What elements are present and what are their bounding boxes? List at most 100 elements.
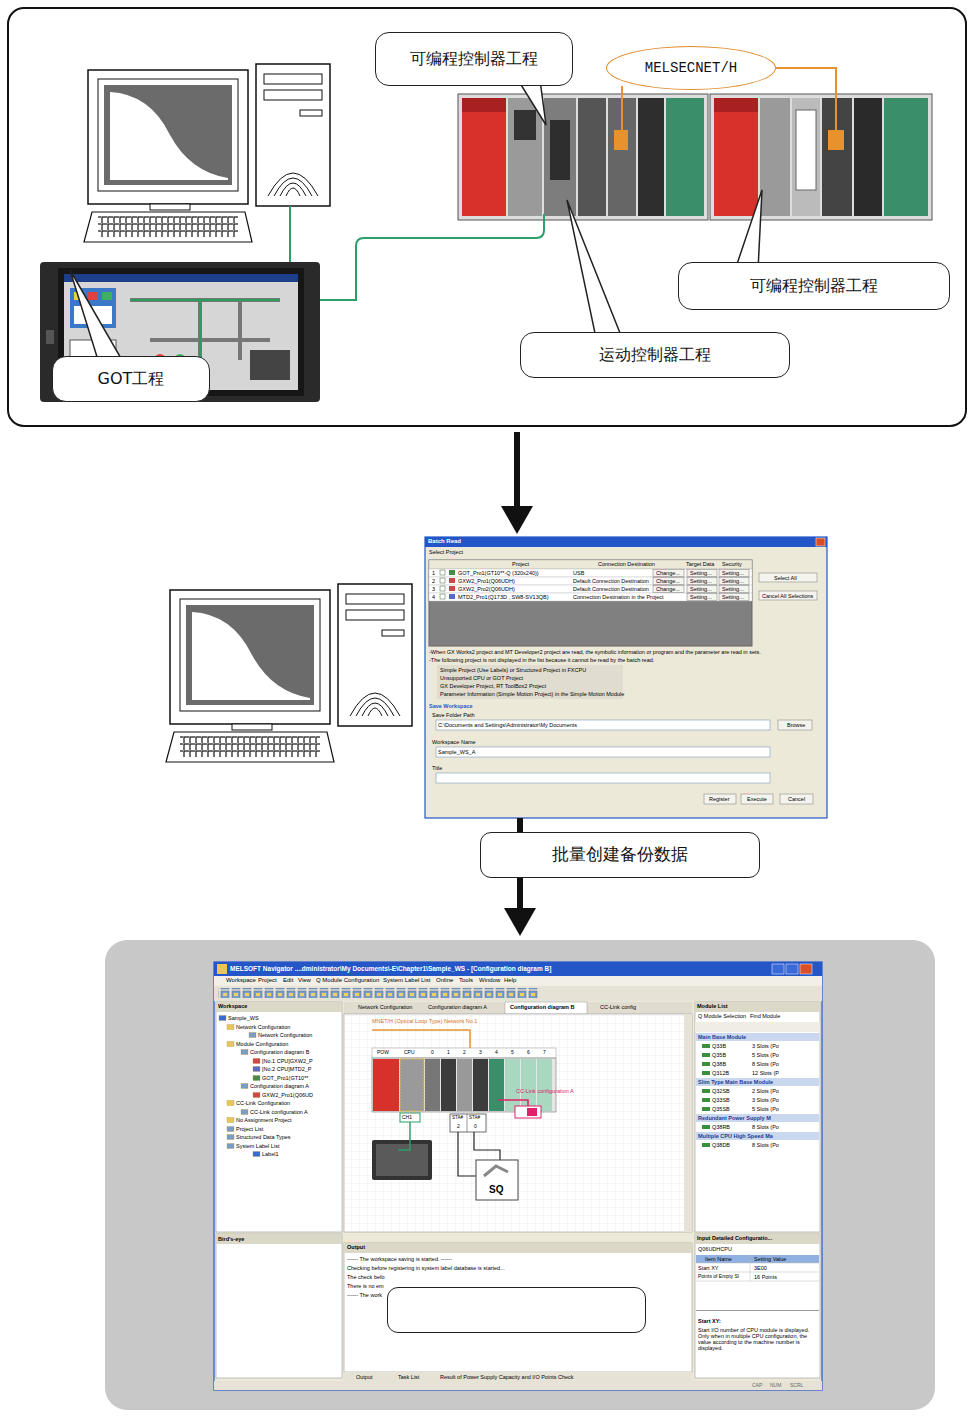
app-window: MELSOFT Navigator ....dministrator\My Do… (214, 962, 822, 1390)
dialog-window (687, 578, 717, 585)
navigator-window (344, 1243, 692, 1372)
plc-rack (854, 98, 882, 216)
dialog-window (429, 577, 752, 585)
dialog-window (449, 578, 455, 583)
title-box: MELSOFT Navigator (387, 1287, 646, 1333)
dialog-window (719, 594, 749, 601)
configuration-diagram (473, 1059, 488, 1111)
node-text: 可编程控制器工程 (410, 50, 538, 68)
got-panel (64, 274, 298, 282)
dialog-window (653, 578, 684, 585)
configuration-diagram (458, 1132, 476, 1176)
dialog-window (429, 569, 752, 601)
dialog-window (719, 586, 749, 593)
navigator-window (214, 962, 822, 1390)
navigator-window (786, 964, 798, 974)
dialog-window (429, 569, 752, 577)
navigator-window (702, 1143, 710, 1147)
node-text: 运动控制器工程 (599, 346, 711, 364)
dialog-window (704, 794, 736, 804)
computer (166, 584, 412, 762)
configuration-diagram (515, 1106, 541, 1118)
dialog-window (759, 573, 817, 582)
dialog-window (816, 538, 825, 546)
navigator-window (216, 1002, 342, 1232)
configuration-diagram (537, 1059, 552, 1111)
navigator-window (702, 1053, 710, 1057)
cable (290, 206, 544, 300)
configuration-diagram (372, 1048, 556, 1058)
dialog-window (687, 586, 717, 593)
navigator-window (214, 976, 822, 986)
dialog-window (687, 570, 717, 577)
navigator-window (218, 988, 538, 998)
callout-tail (735, 190, 762, 270)
got-panel (250, 350, 290, 380)
cable (289, 206, 291, 262)
configuration-diagram (498, 1100, 528, 1106)
plc-rack (544, 98, 576, 216)
navigator-window (344, 1014, 692, 1232)
flow-arrow (514, 432, 520, 508)
navigator-window (702, 1062, 710, 1066)
step-box: 批量创建备份数据 (480, 832, 760, 878)
got-panel (40, 262, 320, 402)
node-text: MELSOFT Navigator (404, 1291, 470, 1298)
navigator-window (217, 964, 227, 974)
dialog-window (440, 594, 445, 599)
flow-arrow (501, 432, 533, 534)
navigator-window (696, 1255, 819, 1281)
node-text: GOT工程 (98, 370, 165, 388)
dialog-window (653, 586, 684, 593)
tree-icon (241, 1084, 248, 1089)
navigator-window (344, 1014, 684, 1232)
node-text: MELSECNET/H (645, 60, 737, 76)
callout-tail (70, 80, 762, 360)
plc-rack (792, 98, 820, 216)
tree-icon (249, 1033, 256, 1038)
tree-icon (253, 1067, 260, 1072)
plc-rack (714, 98, 758, 216)
tree-icon (227, 1144, 234, 1149)
dialog-window (436, 747, 770, 757)
navigator-window (702, 1107, 710, 1111)
navigator-window (696, 1033, 819, 1041)
plc-rack (710, 94, 932, 220)
dialog-window (741, 794, 773, 804)
tree-icon (227, 1127, 234, 1132)
configuration-diagram (489, 1059, 504, 1111)
callout-tail (567, 200, 622, 338)
navigator-window (696, 1310, 819, 1311)
backdrop-panel (105, 940, 935, 1410)
screen-text: Start I/O number of CPU module is displa… (698, 1327, 816, 1351)
dialog-window (437, 665, 623, 699)
dialog-window (425, 537, 827, 547)
navigator-window (684, 1014, 692, 1232)
dialog-window (429, 585, 752, 593)
tree-icon (253, 1093, 260, 1098)
tree-icon (227, 1118, 234, 1123)
navigator-window (702, 1125, 710, 1129)
navigator-window (216, 1234, 342, 1378)
dialog-window (425, 537, 827, 818)
dialog-window: Batch Read (425, 537, 827, 818)
dialog-window (429, 593, 752, 601)
navigator-window (216, 1234, 342, 1244)
configuration-diagram (372, 1140, 432, 1180)
navigator-window (505, 1002, 587, 1014)
plc-rack (796, 110, 816, 190)
tree-icon (253, 1059, 260, 1064)
configuration-diagram (372, 1030, 556, 1200)
callout-tail (70, 270, 122, 360)
got-panel (46, 330, 54, 344)
arrow-head (504, 908, 536, 936)
dialog-window (653, 570, 684, 577)
tree-icon (219, 1016, 260, 1157)
network-cable (621, 86, 623, 130)
navigator-window (696, 1078, 819, 1086)
navigator-window (696, 1114, 819, 1122)
dialog-window (436, 720, 770, 783)
network-cable (776, 68, 836, 130)
